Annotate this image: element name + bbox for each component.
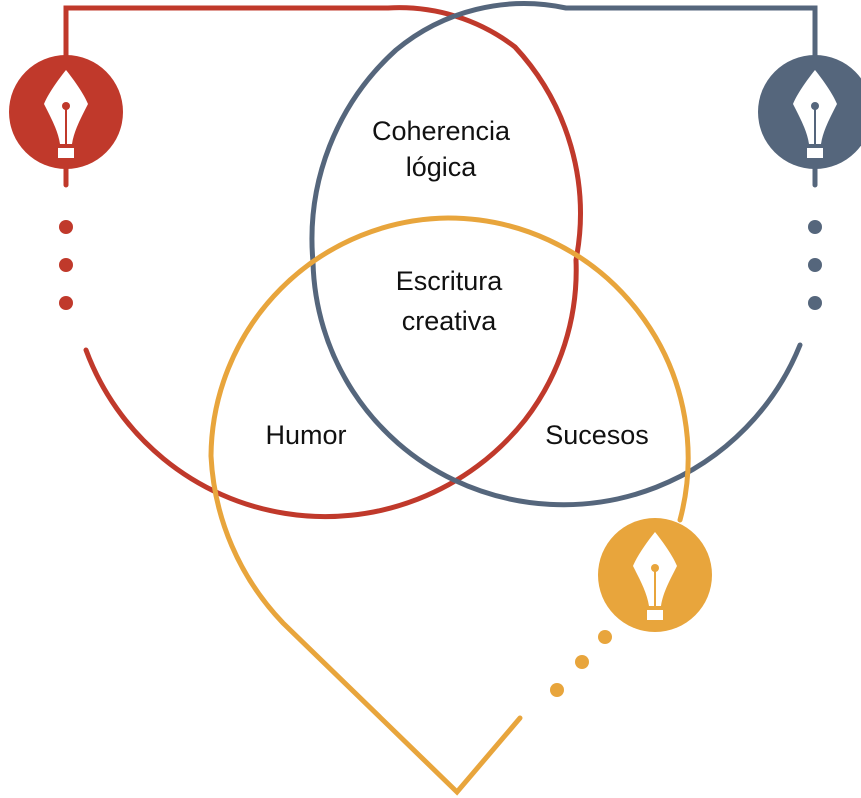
slate-dots [808,220,822,310]
label-left: Humor [265,420,346,450]
label-top-line2: lógica [406,152,478,182]
label-top-line1: Coherencia [372,116,511,146]
label-center-line2: creativa [402,306,498,336]
gold-pen-badge [598,518,712,632]
gold-dots [550,630,612,697]
gold-circle-group [208,215,691,796]
pen-nib-icon [793,70,837,158]
label-center-line1: Escritura [396,266,504,296]
red-dots [59,220,73,310]
pen-nib-icon [44,70,88,158]
slate-pen-badge [758,55,861,169]
gold-circle-outline [208,215,691,796]
pen-nib-icon [633,532,677,620]
label-right: Sucesos [545,420,649,450]
red-pen-badge [9,55,123,169]
slate-circle-group [309,1,818,508]
slate-circle-outline [309,1,818,508]
